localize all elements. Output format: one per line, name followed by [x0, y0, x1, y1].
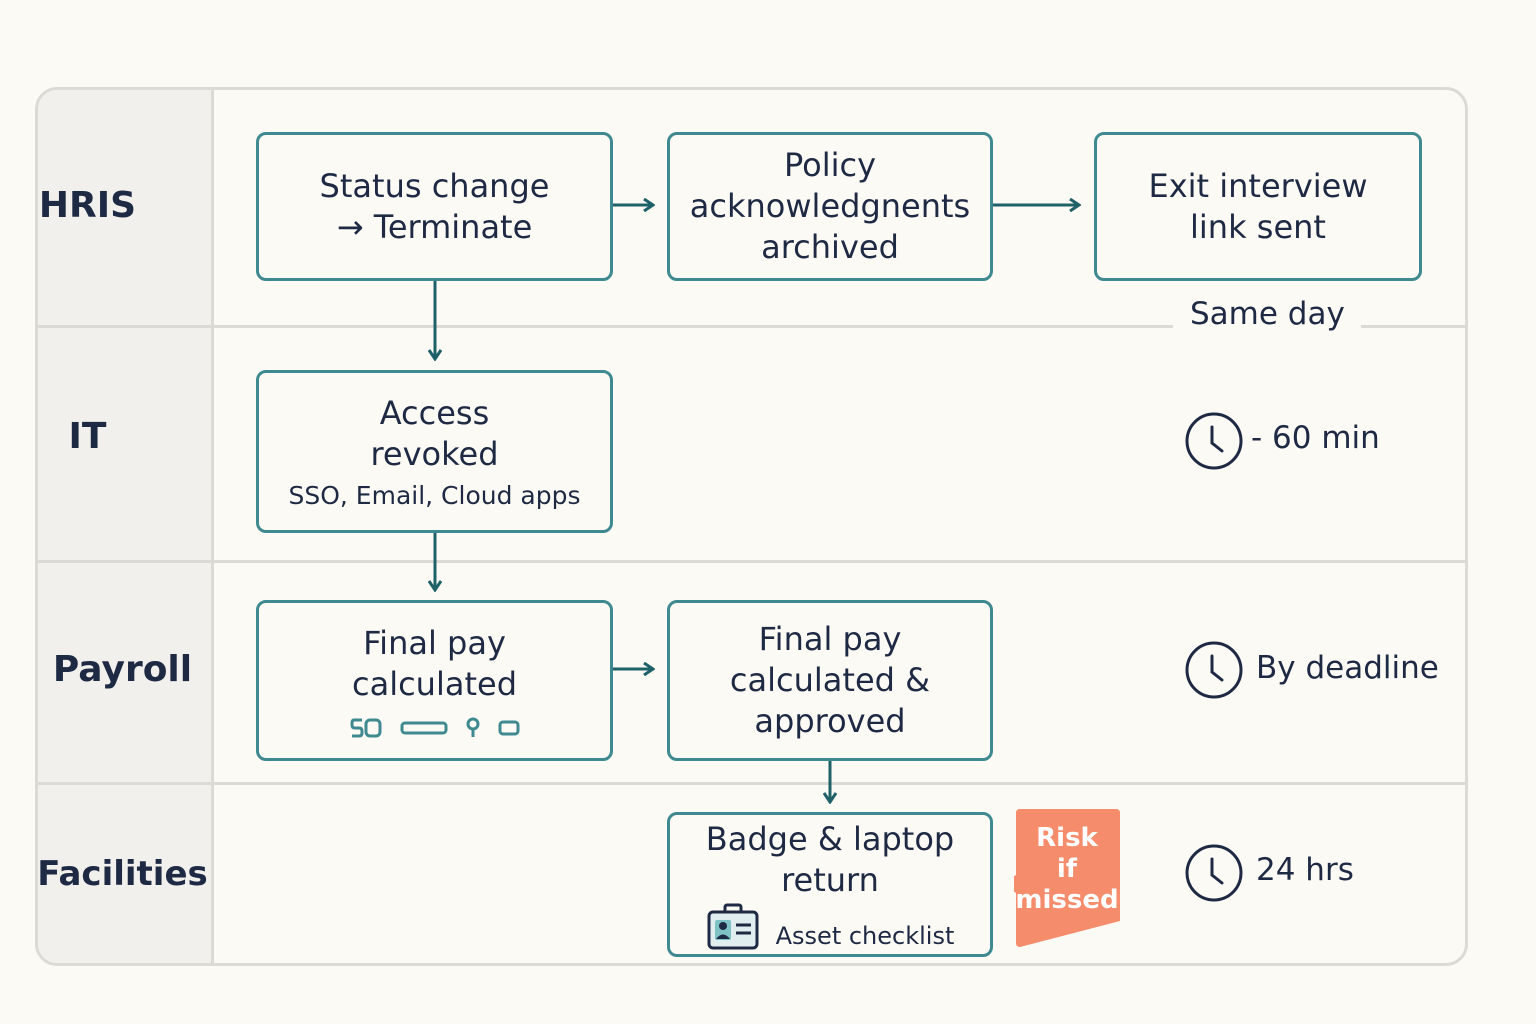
lane-label-it: IT	[68, 416, 107, 457]
lane-divider-hris	[38, 325, 1173, 328]
pin-icon	[466, 717, 479, 737]
step-badge-laptop-return: Badge & laptop return Asset checklist	[667, 812, 993, 957]
step-exit-interview-label: Exit interview link sent	[1148, 166, 1368, 246]
step-final-pay-calculated: Final pay calculated	[256, 600, 613, 761]
payment-icons	[350, 717, 520, 739]
step-policy-archived: Policy acknowledgnents archived	[667, 132, 993, 281]
step-access-revoked: Access revoked SSO, Email, Cloud apps	[256, 370, 613, 533]
timing-it: - 60 min	[1251, 420, 1380, 456]
lane-divider-it	[38, 560, 1465, 563]
timing-facilities: 24 hrs	[1256, 852, 1354, 888]
wallet-icon	[498, 720, 519, 735]
bank-transfer-icon	[400, 721, 447, 734]
lane-divider-hris-right	[1348, 325, 1465, 328]
clock-icon	[1185, 412, 1243, 470]
step-policy-archived-label: Policy acknowledgnents archived	[689, 146, 971, 266]
step-access-revoked-label: Access revoked	[370, 393, 499, 473]
timing-hris: Same day	[1174, 296, 1361, 332]
id-badge-icon	[707, 903, 759, 949]
step-badge-laptop-detail: Asset checklist	[775, 921, 955, 950]
step-exit-interview: Exit interview link sent	[1094, 132, 1422, 281]
risk-callout: Risk if missed	[1014, 809, 1120, 947]
timing-payroll: By deadline	[1256, 650, 1439, 686]
step-access-revoked-detail: SSO, Email, Cloud apps	[288, 480, 581, 510]
step-status-change-label: Status change → Terminate	[319, 166, 550, 246]
step-final-pay-approved: Final pay calculated & approved	[667, 600, 993, 761]
step-final-pay-calculated-label: Final pay calculated	[351, 623, 517, 703]
lane-label-facilities: Facilities	[37, 854, 208, 894]
step-badge-laptop-return-label: Badge & laptop return	[705, 819, 955, 899]
risk-callout-shape	[1014, 809, 1120, 947]
lane-label-payroll: Payroll	[52, 649, 193, 690]
lane-header-column	[38, 90, 214, 963]
risk-callout-label: Risk if missed	[1015, 823, 1119, 915]
step-status-change: Status change → Terminate	[256, 132, 613, 281]
clock-icon	[1185, 641, 1243, 699]
lane-label-hris: HRIS	[38, 185, 137, 226]
card-icon	[350, 718, 381, 737]
lane-divider-payroll	[38, 782, 1465, 785]
step-final-pay-approved-label: Final pay calculated & approved	[729, 620, 931, 740]
clock-icon	[1185, 844, 1243, 902]
